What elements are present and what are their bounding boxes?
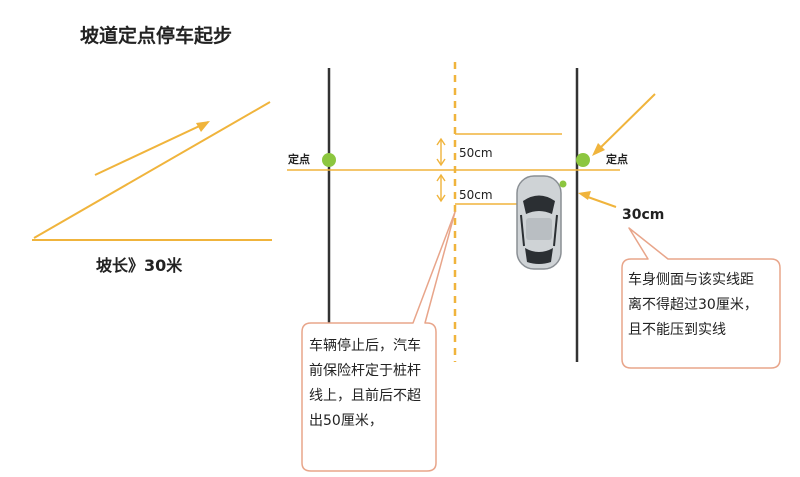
slope-incline-line [33, 101, 271, 239]
right-fixed-point [576, 153, 590, 167]
car-top-view [516, 175, 562, 270]
diagram-title: 坡道定点停车起步 [80, 24, 232, 47]
callout-left-line: 前保险杆定于桩杆 [309, 363, 421, 379]
callout-left-line: 线上，且前后不超 [309, 388, 421, 404]
right-point-label: 定点 [606, 152, 628, 166]
dimension-top-arrow [436, 137, 446, 167]
dimension-top-label: 50cm [459, 146, 493, 160]
side-distance-label: 30cm [622, 207, 664, 223]
side-distance-pointer [584, 195, 617, 208]
callout-right-line: 离不得超过30厘米， [628, 297, 758, 313]
side-distance-pointer-head [578, 191, 591, 200]
callout-right-line: 且不能压到实线 [628, 322, 726, 338]
slope-direction-arrow [94, 121, 209, 176]
car-side-point [559, 180, 567, 188]
callout-right-text: 车身侧面与该实线距 离不得超过30厘米， 且不能压到实线 [628, 268, 780, 343]
callout-right-line: 车身侧面与该实线距 [628, 272, 754, 288]
left-fixed-point [322, 153, 336, 167]
slope-arrow-head [196, 121, 210, 132]
dimension-bottom-arrow [436, 173, 446, 203]
right-point-pointer [595, 93, 656, 153]
callout-right-bubble [621, 227, 781, 369]
slope-length-label: 坡长》30米 [96, 256, 183, 275]
left-point-label: 定点 [288, 152, 310, 166]
callout-left-line: 出50厘米， [309, 413, 383, 429]
callout-left-line: 车辆停止后，汽车 [309, 338, 421, 354]
right-point-pointer-head [592, 143, 605, 156]
callout-left-text: 车辆停止后，汽车 前保险杆定于桩杆 线上，且前后不超 出50厘米， [309, 334, 435, 434]
dimension-bottom-label: 50cm [459, 188, 493, 202]
callout-left-bubble [301, 211, 456, 472]
